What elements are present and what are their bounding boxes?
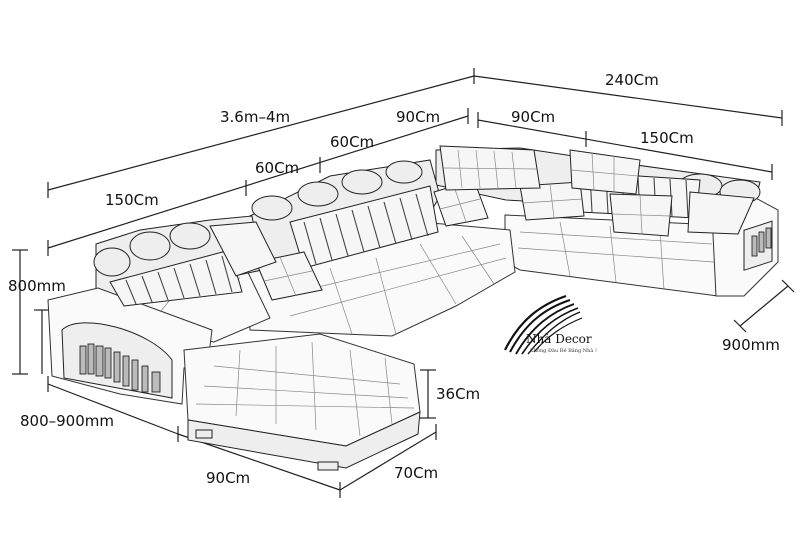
label-backrest-height: 800mm xyxy=(8,277,66,295)
tick xyxy=(733,319,747,333)
dimension-lines xyxy=(12,68,795,498)
chaise-foot xyxy=(317,461,339,471)
dim-line-right-run xyxy=(477,119,773,173)
label-middle-top: 90Cm xyxy=(396,108,441,126)
brand-logo-mark xyxy=(504,294,583,355)
label-total-back: 240Cm xyxy=(605,71,659,89)
chaise-foot xyxy=(195,429,213,439)
label-chaise-side: 70Cm xyxy=(394,464,439,482)
chaise-front xyxy=(187,411,421,469)
brand-name: Nhà Decor xyxy=(526,332,592,346)
dim-line-left-run xyxy=(47,115,469,249)
label-right-section-back: 150Cm xyxy=(640,129,694,147)
right-arm-shelf xyxy=(743,220,773,271)
label-left-section: 150Cm xyxy=(105,191,159,209)
tick xyxy=(781,279,795,293)
dim-line-chaise-side xyxy=(339,431,437,491)
books xyxy=(79,227,772,393)
label-total-left-run: 3.6m–4m xyxy=(220,108,291,126)
label-right-depth: 900mm xyxy=(722,336,780,354)
dim-line-total-back xyxy=(473,75,783,119)
label-middle-lower: 60Cm xyxy=(255,159,300,177)
label-chaise-width: 90Cm xyxy=(206,469,251,487)
patterned-pillows xyxy=(209,145,755,301)
label-right-section-front: 90Cm xyxy=(511,108,556,126)
cushion-seams xyxy=(129,221,715,437)
dim-line-chaise-depth xyxy=(47,383,179,435)
sofa-illustration xyxy=(47,145,779,471)
brand-logo: Nhà Decor Không Đâu Rẻ Bằng Nhà ! xyxy=(492,296,600,356)
brand-slogan: Không Đâu Rẻ Bằng Nhà ! xyxy=(530,348,597,354)
label-seat-height: 36Cm xyxy=(436,385,481,403)
label-chaise-depth: 800–900mm xyxy=(20,412,114,430)
label-middle-upper: 60Cm xyxy=(330,133,375,151)
dim-line-right-depth xyxy=(739,285,789,327)
dim-line-total-left xyxy=(47,75,475,191)
